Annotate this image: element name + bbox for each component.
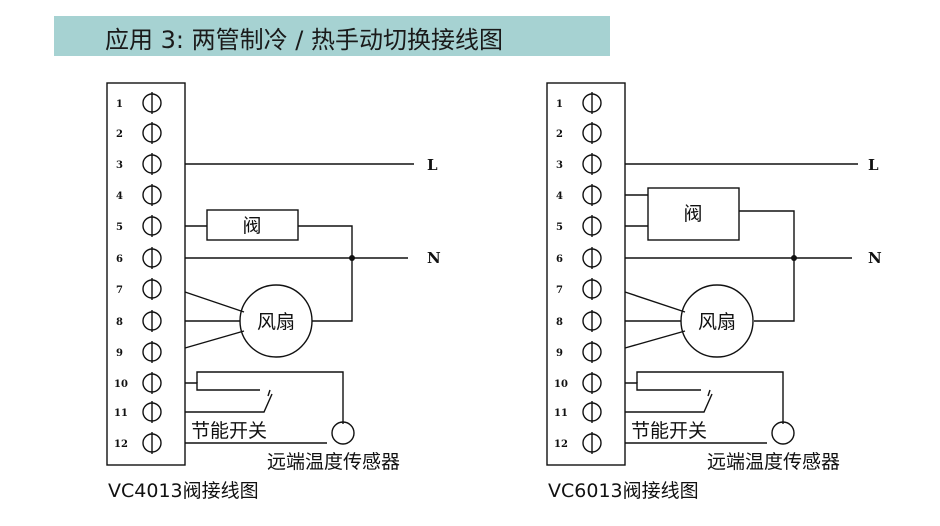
fan-label: 风扇 [698,311,736,333]
switch-label: 节能开关 [191,420,267,442]
switch-contact [267,389,271,397]
wire-fan-9 [184,330,245,349]
line-label-n: N [868,249,882,267]
terminal-block [106,82,186,466]
terminal-number: 10 [114,379,128,390]
page-title: 应用 3: 两管制冷 / 热手动切换接线图 [105,26,503,54]
terminal-5: 5 [556,215,602,237]
switch-contact [707,389,711,397]
terminal-7: 7 [116,278,162,300]
terminal-9: 9 [556,341,602,363]
fan-label: 风扇 [257,311,295,333]
terminal-10: 10 [554,372,602,394]
terminal-number: 5 [556,222,563,233]
junction-dot [349,255,355,261]
sensor-label: 远端温度传感器 [267,451,400,473]
wire-sensor-top [196,371,344,424]
fan-circle [680,284,754,358]
terminal-2: 2 [556,122,602,144]
terminal-screws: 1 2 3 4 5 6 7 8 9 10 11 12 [114,92,162,454]
terminal-8: 8 [556,310,602,332]
terminal-4: 4 [116,184,162,206]
wire-switch-blade [185,393,273,413]
diagram-caption: VC6013阀接线图 [548,480,699,502]
sensor-label: 远端温度传感器 [707,451,840,473]
terminal-screws: 1 2 3 4 5 6 7 8 9 10 11 12 [554,92,602,454]
terminal-number: 11 [554,408,568,419]
terminal-number: 1 [116,99,123,110]
diagram-caption: VC4013阀接线图 [108,480,259,502]
wire-switch-top [185,382,260,391]
terminal-number: 3 [116,160,123,171]
valve-box [206,209,299,241]
terminal-11: 11 [554,401,602,423]
terminal-number: 7 [116,285,123,296]
terminal-number: 11 [114,408,128,419]
line-label-l: L [868,156,879,174]
terminal-number: 6 [116,254,123,265]
terminal-11: 11 [114,401,162,423]
terminal-3: 3 [116,153,162,175]
wire-fan-7 [184,291,245,313]
diagram-vc4013: 1 2 3 4 5 6 7 8 9 10 11 12 L 阀 N 风扇 [106,82,441,502]
terminal-number: 3 [556,160,563,171]
terminal-4: 4 [556,184,602,206]
wire-sensor-top [636,371,784,424]
terminal-8: 8 [116,310,162,332]
terminal-number: 4 [556,191,563,202]
terminal-number: 2 [116,129,123,140]
terminal-10: 10 [114,372,162,394]
terminal-5: 5 [116,215,162,237]
wire-switch-blade [625,393,713,413]
sensor-circle [331,421,355,445]
terminal-1: 1 [116,92,162,114]
terminal-number: 12 [554,439,568,450]
terminal-6: 6 [556,247,602,269]
terminal-number: 1 [556,99,563,110]
valve-label: 阀 [683,203,702,225]
terminal-number: 7 [556,285,563,296]
wire-fan-9 [624,330,686,349]
terminal-number: 4 [116,191,123,202]
terminal-number: 8 [556,317,563,328]
terminal-12: 12 [554,432,602,454]
terminal-number: 2 [556,129,563,140]
terminal-number: 9 [116,348,123,359]
terminal-number: 6 [556,254,563,265]
wire-fan-7 [624,291,686,313]
terminal-number: 8 [116,317,123,328]
terminal-12: 12 [114,432,162,454]
wire-valve-out [739,210,795,322]
terminal-number: 5 [116,222,123,233]
terminal-6: 6 [116,247,162,269]
terminal-3: 3 [556,153,602,175]
valve-box [647,187,740,241]
title-banner: 应用 3: 两管制冷 / 热手动切换接线图 [54,16,610,56]
terminal-7: 7 [556,278,602,300]
diagram-vc6013: 1 2 3 4 5 6 7 8 9 10 11 12 L 阀 N 风 [546,82,882,502]
terminal-number: 12 [114,439,128,450]
wire-valve-out [298,225,353,322]
switch-label: 节能开关 [631,420,707,442]
terminal-number: 10 [554,379,568,390]
terminal-2: 2 [116,122,162,144]
line-label-n: N [427,249,441,267]
fan-circle [239,284,313,358]
sensor-circle [771,421,795,445]
valve-label: 阀 [242,215,261,237]
terminal-block [546,82,626,466]
terminal-number: 9 [556,348,563,359]
terminal-9: 9 [116,341,162,363]
wire-switch-top [625,382,701,391]
junction-dot [791,255,797,261]
line-label-l: L [427,156,438,174]
terminal-1: 1 [556,92,602,114]
